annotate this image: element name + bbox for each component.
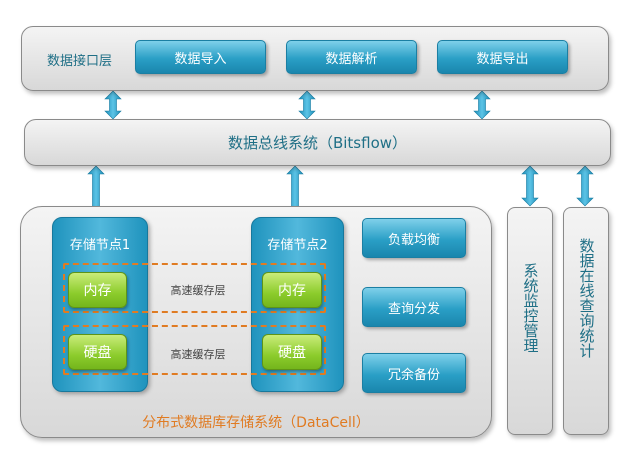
arrow-import-bus — [104, 90, 122, 120]
cache-layer-label-top: 高速缓存层 — [170, 284, 226, 297]
cache-layer-label-bottom: 高速缓存层 — [170, 348, 226, 361]
node-1-memory-box[interactable]: 内存 — [68, 272, 127, 308]
cache-layer-memory-box — [63, 263, 326, 313]
arrow-bus-stats — [576, 165, 594, 207]
load-balance-button[interactable]: 负载均衡 — [362, 218, 466, 258]
cache-layer-disk-box — [63, 325, 326, 375]
online-query-stats-label: 数据在线查询统计 — [577, 238, 596, 358]
storage-system-label: 分布式数据库存储系统（DataCell） — [142, 415, 370, 431]
node-1-disk-box[interactable]: 硬盘 — [68, 334, 127, 370]
storage-node-1-title: 存储节点1 — [69, 238, 131, 253]
system-monitor-label: 系统监控管理 — [521, 263, 540, 353]
node-2-disk-box[interactable]: 硬盘 — [262, 334, 322, 370]
system-monitor-panel: 系统监控管理 — [507, 207, 553, 435]
data-bus-panel: 数据总线系统（Bitsflow） — [24, 119, 611, 166]
query-dispatch-button[interactable]: 查询分发 — [362, 287, 466, 327]
data-bus-label: 数据总线系统（Bitsflow） — [227, 134, 408, 152]
interface-layer-label: 数据接口层 — [47, 54, 113, 69]
online-query-stats-panel: 数据在线查询统计 — [563, 207, 609, 435]
data-parse-button[interactable]: 数据解析 — [286, 40, 417, 74]
arrow-bus-monitor — [521, 165, 539, 207]
arrow-parse-bus — [298, 90, 316, 120]
node-2-memory-box[interactable]: 内存 — [262, 272, 322, 308]
arrow-export-bus — [473, 90, 491, 120]
data-export-button[interactable]: 数据导出 — [437, 40, 568, 74]
storage-node-2-title: 存储节点2 — [267, 238, 328, 253]
data-import-button[interactable]: 数据导入 — [135, 40, 266, 74]
redundant-backup-button[interactable]: 冗余备份 — [362, 353, 466, 393]
